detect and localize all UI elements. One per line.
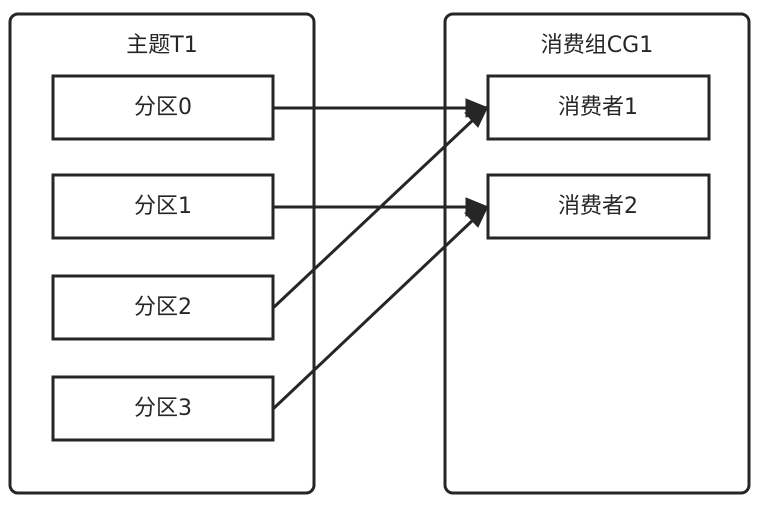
consumer-node: 消费者2 [486, 173, 711, 240]
assignment-arrows [271, 98, 490, 411]
partition-label: 分区1 [134, 194, 192, 219]
consumer-group: 消费组CG1 消费者1 消费者2 [443, 12, 751, 495]
topic-title: 主题T1 [126, 33, 197, 58]
partition-box [51, 173, 275, 240]
assignment-arrow [271, 105, 489, 310]
consumer-box [486, 173, 711, 240]
partition-box [51, 375, 275, 442]
partition-node: 分区2 [51, 274, 275, 341]
consumer-group-title: 消费组CG1 [541, 33, 653, 58]
partition-node: 分区1 [51, 173, 275, 240]
topic-group: 主题T1 分区0 分区1 分区2 分区3 [8, 12, 316, 495]
partition-label: 分区3 [134, 396, 192, 421]
partition-label: 分区0 [134, 95, 192, 120]
partition-label: 分区2 [134, 295, 192, 320]
partition-node: 分区3 [51, 375, 275, 442]
partition-box [51, 74, 275, 141]
arrow-head [464, 105, 489, 128]
partition-box [51, 274, 275, 341]
consumer-label: 消费者1 [558, 95, 638, 120]
consumer-node: 消费者1 [486, 74, 711, 141]
arrow-line [271, 218, 475, 411]
arrow-head [464, 205, 489, 228]
consumer-box [486, 74, 711, 141]
arrow-line [271, 118, 475, 310]
assignment-arrow [271, 205, 489, 411]
consumer-label: 消费者2 [558, 194, 638, 219]
partition-node: 分区0 [51, 74, 275, 141]
